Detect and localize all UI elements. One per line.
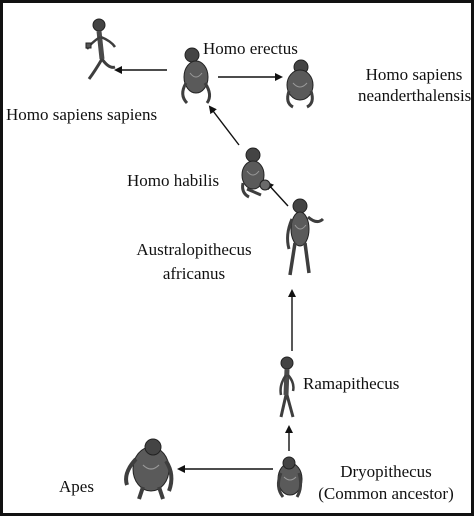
- label-australopithecus-line2: africanus: [162, 264, 226, 283]
- label-apes: Apes: [59, 477, 94, 496]
- australopithecus-figure: [286, 198, 325, 276]
- label-homo-habilis: Homo habilis: [127, 171, 220, 190]
- homo-habilis-figure: [241, 147, 271, 199]
- neanderthal-figure: [286, 59, 314, 109]
- label-ramapithecus: Ramapithecus: [303, 374, 400, 393]
- homo-sapiens-sapiens-figure: [85, 18, 117, 80]
- arrow-homo-habilis-to-homo-erectus: [208, 105, 240, 146]
- dryopithecus-figure: [276, 456, 303, 498]
- label-australopithecus-line1: Australopithecus: [136, 240, 252, 259]
- arrow-australopithecus-to-homo-habilis: [265, 181, 289, 207]
- label-neanderthal-line2: neanderthalensis: [358, 86, 472, 105]
- label-dryopithecus-line2: (Common ancestor): [318, 484, 454, 503]
- homo-erectus-figure: [181, 47, 212, 105]
- label-dryopithecus-line1: Dryopithecus: [340, 462, 432, 481]
- apes-figure: [124, 438, 174, 500]
- label-homo-sapiens-sapiens: Homo sapiens sapiens: [6, 105, 158, 124]
- diagram-canvas: [85, 18, 325, 500]
- label-homo-erectus: Homo erectus: [203, 39, 298, 58]
- ramapithecus-figure: [279, 356, 295, 418]
- label-neanderthal-line1: Homo sapiens: [365, 65, 463, 84]
